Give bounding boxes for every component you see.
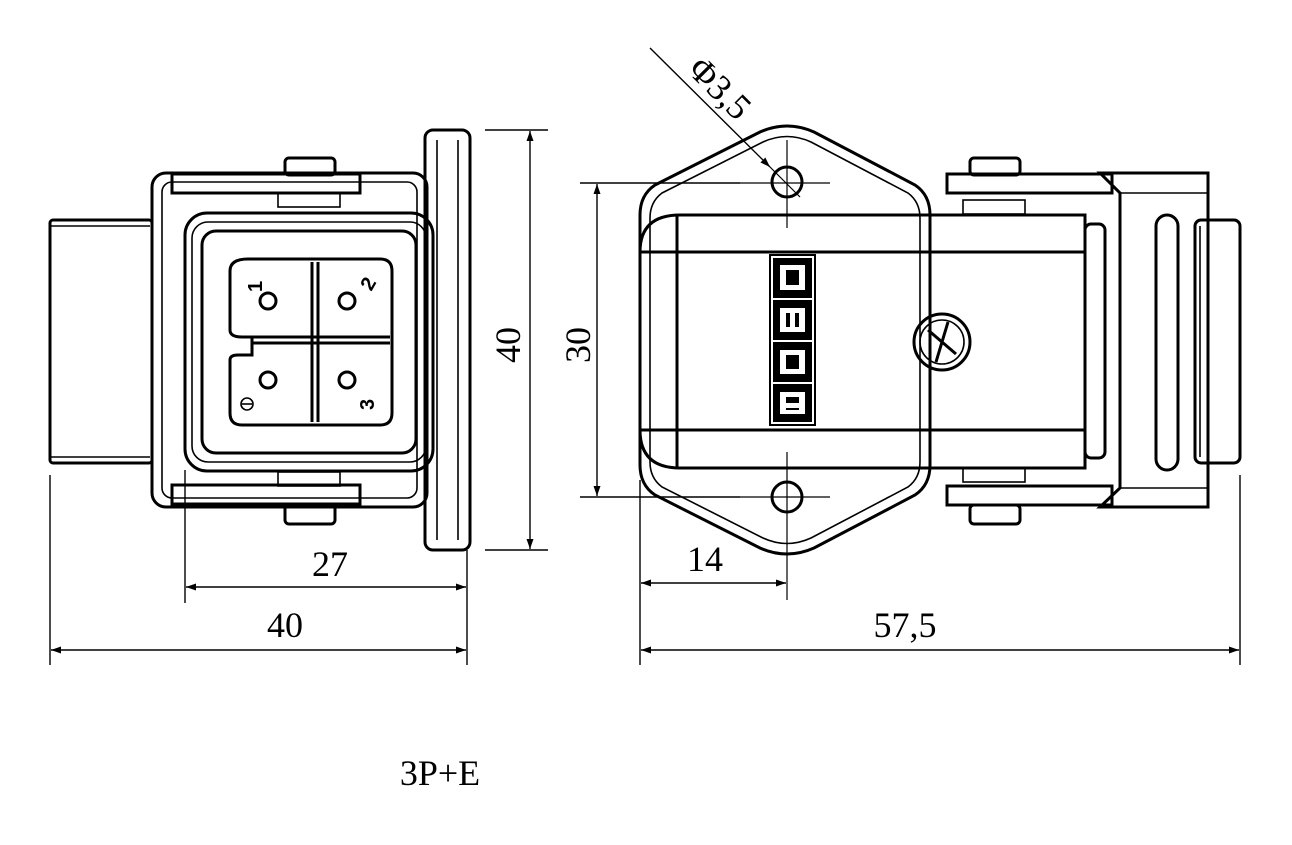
dim-hole-spacing-30: 30 xyxy=(558,327,598,363)
housing-frame xyxy=(150,171,429,509)
pin-1-contact xyxy=(258,291,278,311)
cable-entry xyxy=(48,218,154,465)
dim-offset-14: 14 xyxy=(687,539,723,579)
drawing-title: 3P+E xyxy=(400,753,480,793)
pin-2-contact xyxy=(337,291,357,311)
cable-entry xyxy=(1193,218,1242,465)
earth-icon xyxy=(240,397,254,411)
pin-label-3: 3 xyxy=(357,399,379,410)
latch-top xyxy=(170,172,362,195)
dim-height-40: 40 xyxy=(488,327,528,363)
side-dimensions: 30 14 57,5 Φ3,5 xyxy=(558,47,1241,665)
sews-logo xyxy=(769,254,816,426)
cover-screw xyxy=(912,312,972,372)
pin-4-contact xyxy=(258,370,278,390)
mounting-flange xyxy=(423,128,472,552)
hex-flange xyxy=(638,124,932,556)
front-dimensions: 40 27 40 xyxy=(49,129,548,665)
front-view: 1 2 3 xyxy=(48,128,472,552)
dim-length-57-5: 57,5 xyxy=(874,605,937,645)
dim-width-40: 40 xyxy=(267,605,303,645)
contact-insert xyxy=(228,257,394,427)
grip-slot xyxy=(1154,213,1180,472)
screw-head-bottom xyxy=(283,503,337,526)
latch-top xyxy=(945,172,1114,195)
inner-housing xyxy=(183,211,435,473)
dim-width-27: 27 xyxy=(312,544,348,584)
screw-head-top xyxy=(283,156,337,177)
latch-bottom xyxy=(945,484,1114,507)
pin-label-1: 1 xyxy=(245,281,267,292)
pin-3-contact xyxy=(337,370,357,390)
side-view xyxy=(638,124,1242,600)
latch-bottom xyxy=(170,483,362,506)
pin-label-2: 2 xyxy=(356,274,381,295)
dim-hole-diameter: Φ3,5 xyxy=(681,49,760,128)
